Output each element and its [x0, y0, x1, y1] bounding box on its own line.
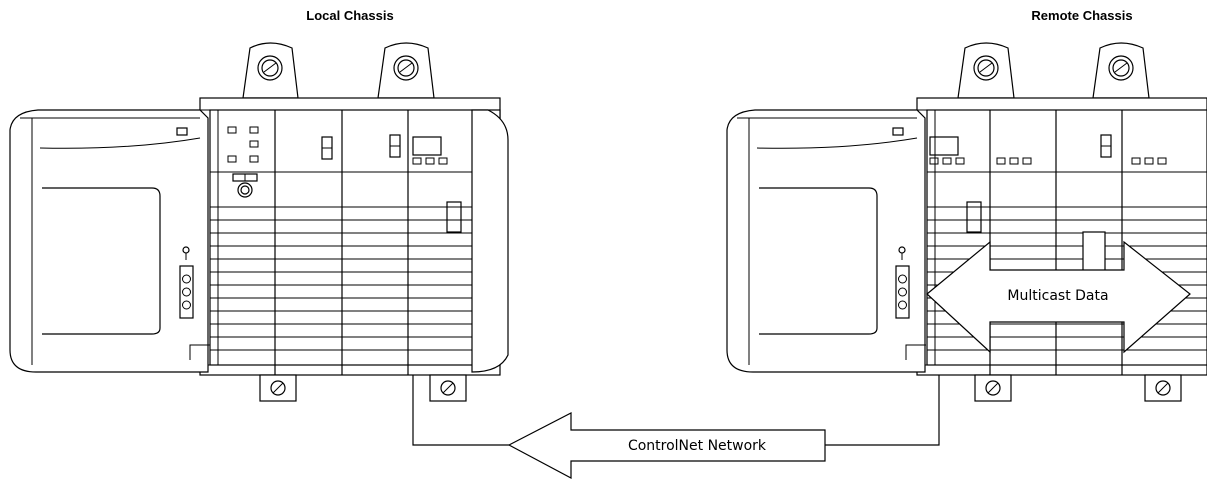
mounting-tab-icon: [378, 43, 434, 98]
local-chassis-label: Local Chassis: [306, 8, 393, 23]
mounting-tab-icon: [975, 375, 1011, 401]
mounting-tab-icon: [1145, 375, 1181, 401]
mounting-tab-icon: [1093, 43, 1149, 98]
mounting-tab-icon: [243, 43, 298, 98]
controlnet-network-arrow: ControlNet Network: [509, 413, 825, 478]
power-supply: [727, 110, 926, 372]
multicast-data-label: Multicast Data: [1007, 288, 1108, 304]
mounting-tab-icon: [260, 375, 296, 401]
local-chassis: [10, 43, 508, 401]
remote-chassis: [727, 43, 1207, 401]
mounting-tab-icon: [958, 43, 1014, 98]
remote-chassis-label: Remote Chassis: [1031, 8, 1132, 23]
power-supply: [10, 110, 210, 372]
mounting-tab-icon: [430, 375, 466, 401]
controlnet-network-label: ControlNet Network: [628, 438, 767, 454]
